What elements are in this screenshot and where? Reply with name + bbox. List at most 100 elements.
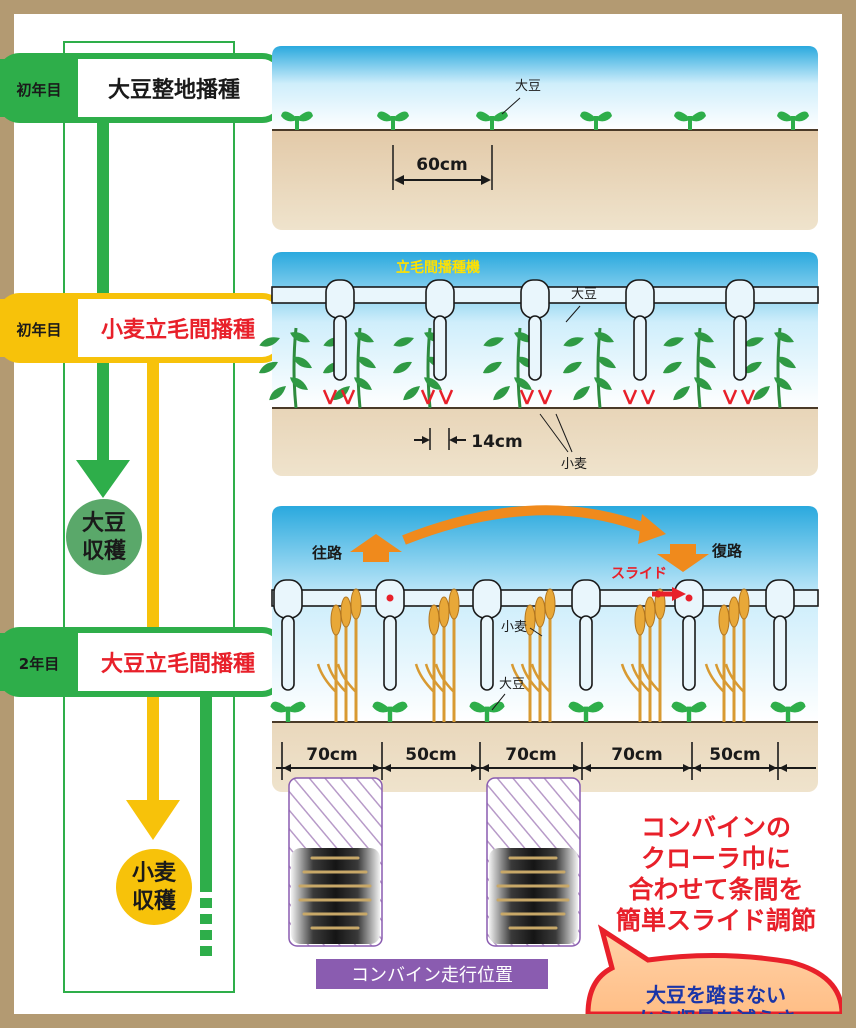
dimension-arrow-icon xyxy=(383,764,391,772)
seeder-unit-icon xyxy=(273,579,303,691)
return-label: 復路 xyxy=(711,542,743,560)
step-title: 大豆立毛間播種 xyxy=(101,651,255,677)
wheat-stalk-icon xyxy=(316,588,362,722)
step-title: 大豆整地播種 xyxy=(108,77,240,103)
step-3: 2年目 大豆立毛間播種 xyxy=(0,627,285,697)
timeline-outline xyxy=(63,41,235,993)
seeder-unit-icon xyxy=(571,579,601,691)
soy-sprout-icon xyxy=(568,701,604,722)
dimension-arrow-icon xyxy=(283,764,291,772)
combine-crawler-right xyxy=(486,777,581,947)
soy-harvest-badge: 大豆 収穫 xyxy=(66,499,142,575)
return-arrow-icon xyxy=(657,544,709,572)
step-year: 初年目 xyxy=(16,81,61,99)
wheat-stalk-icon xyxy=(510,588,556,722)
spacing-label: 70cm xyxy=(611,745,662,765)
wheat-seedling-icon xyxy=(420,389,436,405)
dimension-arrow-icon xyxy=(583,764,591,772)
spacing-label: 50cm xyxy=(405,745,456,765)
wheat-harvest-badge: 小麦 収穫 xyxy=(116,849,192,925)
combine-crawler-left xyxy=(288,777,383,947)
dimension-arrow-icon xyxy=(373,764,381,772)
wheat-stalk-icon xyxy=(620,588,666,722)
spacing-label: 70cm xyxy=(505,745,556,765)
soy-sprout-icon xyxy=(674,111,706,130)
seeder-unit-icon xyxy=(375,579,405,691)
wheat-seedling-icon xyxy=(640,389,656,405)
soy-plant-icon xyxy=(662,327,716,409)
seeder-unit-icon xyxy=(325,279,355,381)
wheat-seedling-icon xyxy=(537,389,553,405)
seeder-unit-icon xyxy=(674,579,704,691)
svg-text:合わせて条間を: 合わせて条間を xyxy=(628,875,803,904)
wheat-seedling-icon xyxy=(622,389,638,405)
seeder-dot-icon xyxy=(685,594,693,602)
soy-label: 大豆 xyxy=(499,677,525,692)
soy-plant-icon xyxy=(562,327,616,409)
wheat-stalk-icon xyxy=(414,588,460,722)
step-year: 初年目 xyxy=(16,321,61,339)
panel-soy-sowing: 大豆 60cm xyxy=(272,46,818,230)
seeder-dot-icon xyxy=(386,594,394,602)
spacing-label: 50cm xyxy=(709,745,760,765)
dimension-arrow-icon xyxy=(779,764,787,772)
slide-arrow-icon xyxy=(672,587,686,601)
slide-label: スライド xyxy=(611,566,667,582)
soy-sprout-icon xyxy=(469,701,505,722)
svg-text:大豆を踏まない: 大豆を踏まない xyxy=(646,983,786,1007)
soy-label: 大豆 xyxy=(571,287,597,302)
panel-soy-relay-sowing: 往路 復路 スライド 小麦 大豆 70cm 50cm 70cm 70cm 50cm xyxy=(270,505,819,792)
soy-flow-arrow-icon xyxy=(76,460,130,498)
svg-text:収穫: 収穫 xyxy=(132,888,177,914)
soy-label: 大豆 xyxy=(515,79,541,94)
combine-caption: コンバイン走行位置 xyxy=(351,965,513,986)
seeder-unit-icon xyxy=(472,579,502,691)
wheat-stalk-icon xyxy=(704,588,750,722)
wheat-label: 小麦 xyxy=(501,620,527,635)
wheat-seedling-icon xyxy=(438,389,454,405)
soy-plant-icon xyxy=(258,327,312,409)
soy-sprout-icon xyxy=(270,701,306,722)
wheat-flow-line xyxy=(147,340,159,810)
step-title: 小麦立毛間播種 xyxy=(101,317,255,343)
svg-text:クローラ巾に: クローラ巾に xyxy=(641,844,791,873)
soy-sprout-icon xyxy=(770,701,806,722)
soy-sprout-icon xyxy=(580,111,612,130)
svg-text:小麦: 小麦 xyxy=(132,860,177,886)
seeder-unit-icon xyxy=(520,279,550,381)
benefit-bubble: 大豆を踏まない から収量を減らさ xyxy=(585,924,845,1028)
wheat-seedling-icon xyxy=(519,389,535,405)
svg-text:収穫: 収穫 xyxy=(82,538,127,564)
soy-sprout-icon xyxy=(372,701,408,722)
seeder-unit-icon xyxy=(725,279,755,381)
outbound-arrow-icon xyxy=(350,534,402,562)
dimension-arrow-icon xyxy=(481,764,489,772)
step-2: 初年目 小麦立毛間播種 xyxy=(0,293,285,363)
seeder-unit-icon xyxy=(625,279,655,381)
spacing-label: 70cm xyxy=(306,745,357,765)
seeder-label: 立毛間播種機 xyxy=(396,259,480,276)
route-arc-icon xyxy=(402,505,652,545)
slide-note: コンバインの クローラ巾に 合わせて条間を 簡単スライド調節 xyxy=(616,813,816,935)
wheat-label: 小麦 xyxy=(561,457,587,472)
dimension-arrow-icon xyxy=(573,764,581,772)
panel-wheat-sowing: 立毛間播種機 大豆 14cm 小麦 xyxy=(258,252,819,476)
svg-text:簡単スライド調節: 簡単スライド調節 xyxy=(616,906,816,935)
soy-plant-icon xyxy=(742,327,796,409)
soy-sprout-icon xyxy=(377,111,409,130)
soy-sprout-icon xyxy=(777,111,809,130)
spacing-label: 60cm xyxy=(416,155,467,175)
outbound-label: 往路 xyxy=(312,544,343,562)
seeder-unit-icon xyxy=(765,579,795,691)
soy2-flow-line xyxy=(200,680,212,892)
svg-text:大豆: 大豆 xyxy=(82,511,126,536)
wheat-seedling-icon xyxy=(340,389,356,405)
step-year: 2年目 xyxy=(19,655,59,673)
step-1: 初年目 大豆整地播種 xyxy=(0,53,285,123)
svg-text:コンバインの: コンバインの xyxy=(641,813,791,842)
dimension-arrow-icon xyxy=(693,764,701,772)
dimension-arrow-icon xyxy=(471,764,479,772)
spacing-label: 14cm xyxy=(471,432,522,452)
soy-sprout-icon xyxy=(671,701,707,722)
